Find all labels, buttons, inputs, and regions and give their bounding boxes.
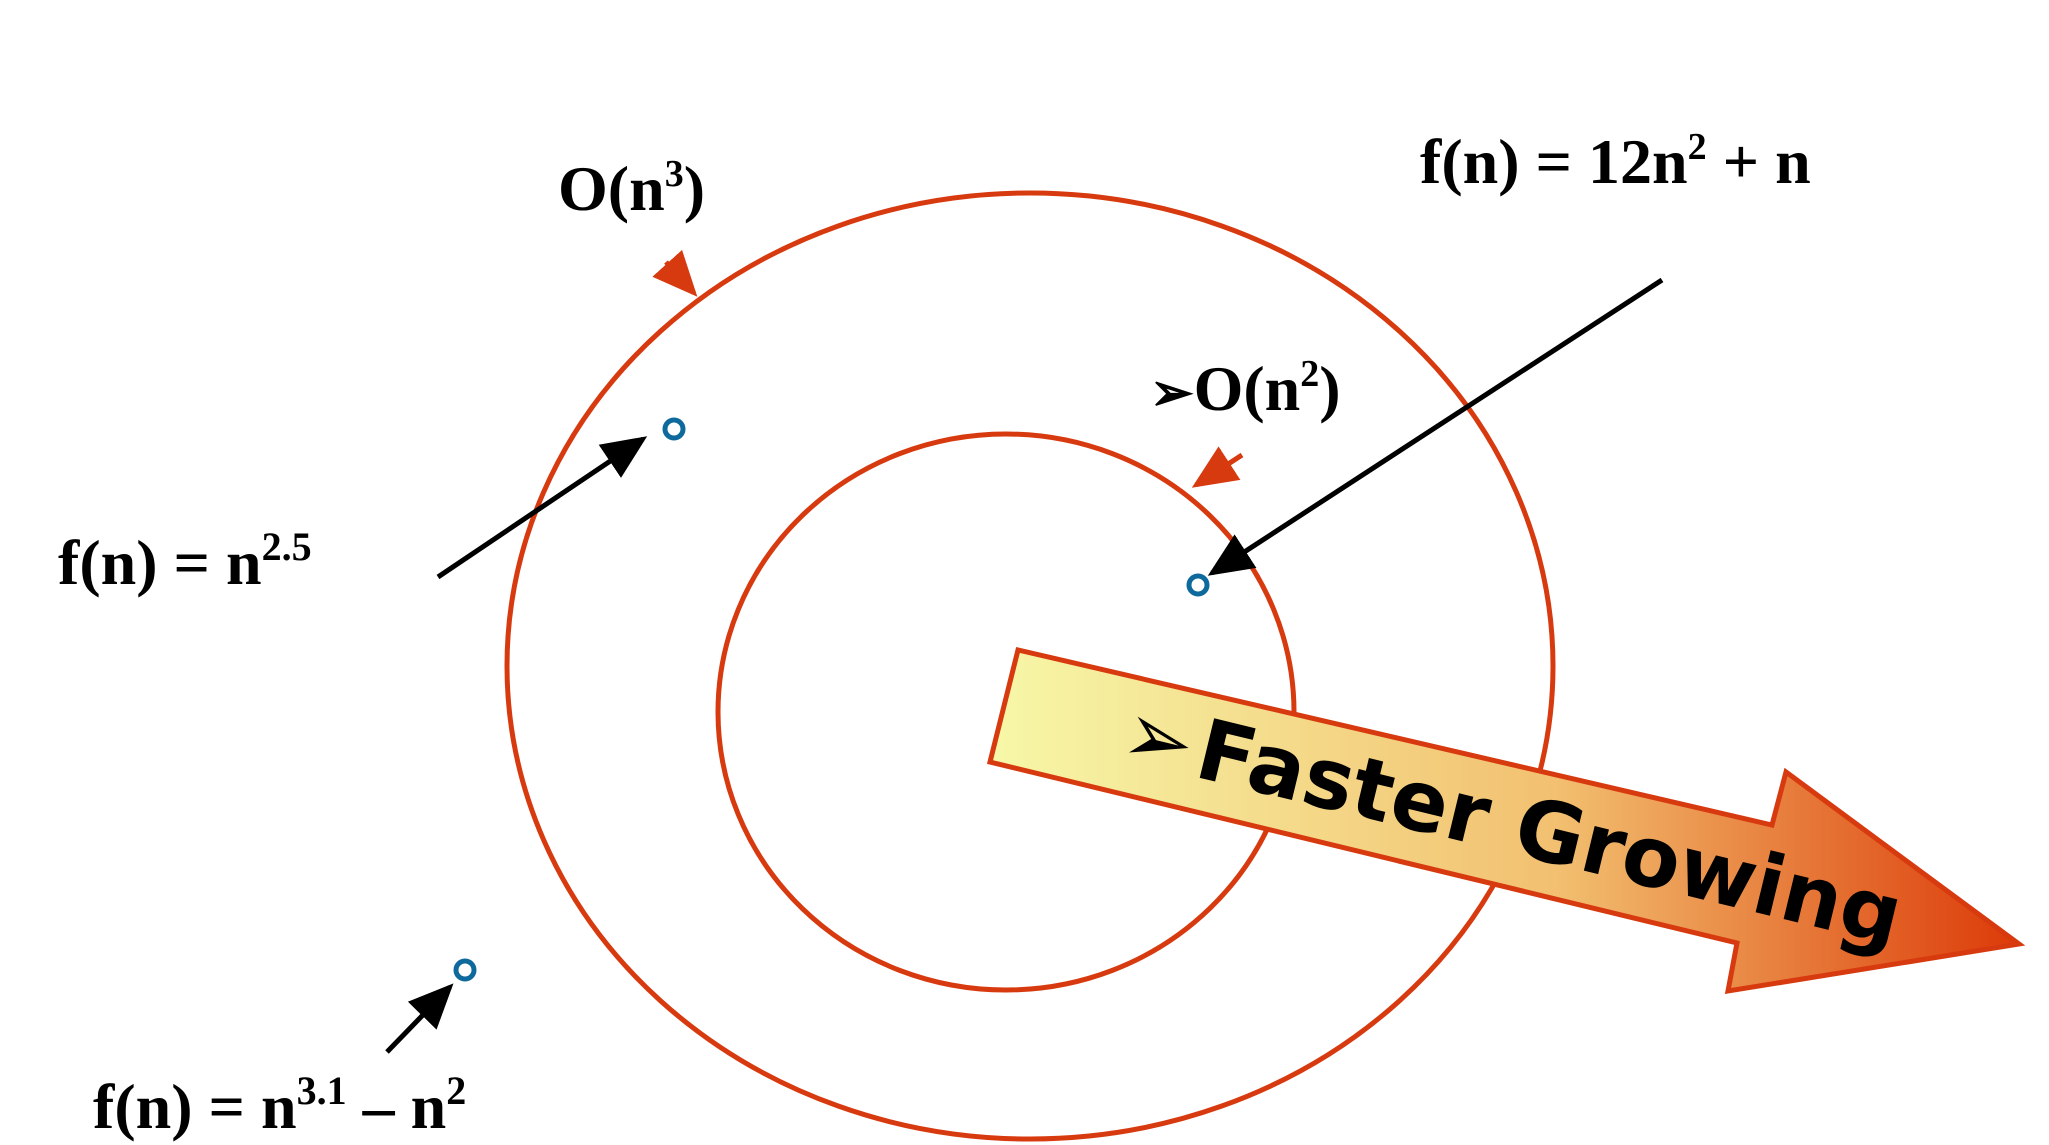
faster-growing-banner: ➢Faster Growing xyxy=(986,647,2026,995)
point-f-n25 xyxy=(662,417,686,441)
o-n3-pointer-arrow xyxy=(652,249,698,297)
set-o-n3-outline xyxy=(504,190,1556,1142)
f-n31-pointer-arrow xyxy=(385,983,454,1054)
label-o-n3: O(n3) xyxy=(558,153,705,224)
o-n2-pointer-arrow xyxy=(1191,446,1244,488)
f-12n2-pointer-arrow xyxy=(1207,277,1664,576)
point-f-n31 xyxy=(453,958,477,982)
f-n25-pointer-arrow xyxy=(436,436,648,580)
label-f-12n2: f(n) = 12n2 + n xyxy=(1420,126,1811,197)
point-f-12n2 xyxy=(1186,573,1210,597)
banner-arrow-shape xyxy=(986,647,2026,995)
label-f-n25: f(n) = n2.5 xyxy=(58,524,312,598)
label-o-n2: ➢O(n2) xyxy=(1150,353,1341,424)
label-f-n31: f(n) = n3.1 – n2 xyxy=(93,1068,466,1142)
